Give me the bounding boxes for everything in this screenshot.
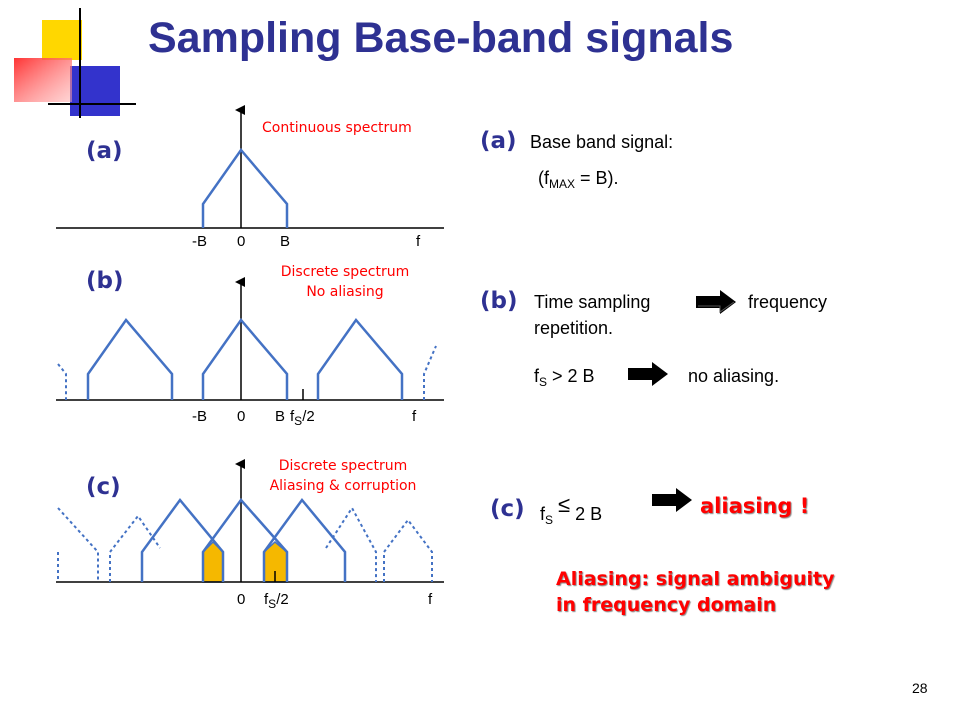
right-arrow-icon: [696, 290, 736, 314]
panel-c-copy-right: [262, 497, 347, 582]
desc-a-label: (a): [480, 128, 517, 154]
panel-a-spectrum: [201, 147, 289, 228]
panel-c-tick-fs2: fS/2: [264, 591, 289, 611]
panel-c-annotation-line2: Aliasing & corruption: [269, 478, 417, 494]
panel-a-annotation: Continuous spectrum: [262, 120, 412, 136]
aliasing-note-line2: in frequency domain: [556, 594, 777, 616]
panel-b-annotation-line2: No aliasing: [306, 284, 384, 300]
right-arrow-icon: [652, 488, 692, 512]
logo-yellow-square: [42, 20, 82, 60]
panel-c-dashed-left: [109, 514, 161, 582]
panel-b-annotation-line1: Discrete spectrum: [280, 264, 410, 280]
panel-c-tick-f: f: [428, 591, 433, 608]
panel-b-tick-zero: 0: [237, 408, 246, 425]
desc-a-fmax: (fMAX = B).: [538, 168, 619, 191]
panel-a-tick-neg-b: -B: [192, 233, 207, 250]
slide-title: Sampling Base-band signals: [148, 14, 734, 62]
desc-c-result: aliasing !: [700, 494, 810, 518]
panel-b-tick-f: f: [412, 408, 417, 425]
panel-c-label: (c): [86, 474, 121, 500]
panel-c-dashed-right: [325, 506, 433, 582]
right-arrow-icon: [628, 362, 668, 386]
panel-c-copy-left: [140, 497, 225, 582]
panel-a-label: (a): [86, 138, 123, 164]
panel-c-dashed-far-left: [57, 507, 99, 582]
logo-blue-square: [70, 66, 120, 116]
panel-c-copy-center: [201, 498, 289, 582]
desc-b-text-line2: repetition.: [534, 318, 614, 338]
page-number: 28: [912, 680, 928, 696]
panel-b-left-partial: [57, 363, 67, 400]
desc-b-text-left: Time sampling: [534, 292, 651, 312]
panel-b-diagram: [56, 277, 444, 401]
panel-a-tick-f: f: [416, 233, 421, 250]
panel-b-right-partial: [423, 345, 437, 400]
panel-b-center-copy: [201, 317, 289, 400]
panel-b-label: (b): [86, 268, 124, 294]
desc-b-condition: fS > 2 B: [534, 366, 595, 389]
panel-c-annotation-line1: Discrete spectrum: [278, 458, 408, 474]
aliasing-note-line1: Aliasing: signal ambiguity: [556, 568, 835, 590]
desc-c-condition: fS ≤ 2 B: [540, 492, 603, 527]
desc-c-label: (c): [490, 496, 525, 522]
desc-a-text: Base band signal:: [530, 132, 674, 152]
desc-b-result: no aliasing.: [688, 366, 780, 386]
panel-b-left-copy: [86, 317, 174, 400]
panel-b-tick-b: B: [275, 408, 286, 425]
panel-b-right-copy: [316, 317, 404, 400]
desc-b-text-right: frequency: [748, 292, 828, 312]
slide-logo: [14, 8, 136, 118]
panel-b-tick-fs2: fS/2: [290, 408, 315, 428]
panel-a-tick-zero: 0: [237, 233, 246, 250]
logo-red-square: [14, 58, 72, 102]
panel-a-diagram: [56, 105, 444, 229]
panel-c-tick-zero: 0: [237, 591, 246, 608]
panel-a-tick-b: B: [280, 233, 291, 250]
desc-b-label: (b): [480, 288, 518, 314]
aliasing-note: Aliasing: signal ambiguity in frequency …: [556, 566, 834, 618]
panel-c-diagram: [56, 459, 444, 583]
panel-b-tick-neg-b: -B: [192, 408, 207, 425]
